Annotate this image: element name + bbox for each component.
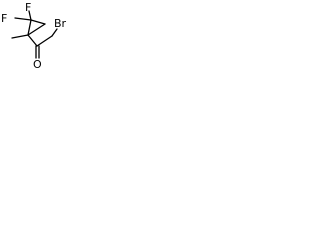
atom-bromine: Br [54, 17, 67, 30]
bond-c-f-left [14, 17, 32, 21]
ring-bond-cf2-ch2 [30, 19, 46, 25]
bond-methyl [11, 34, 29, 39]
atom-fluorine-left: F [1, 12, 7, 25]
bond-c-f-right [28, 10, 32, 21]
atom-fluorine-right: F [25, 1, 31, 14]
molecule-diagram: F F Br O [0, 0, 75, 87]
ring-bond-ch2-cq [27, 23, 46, 36]
atom-oxygen: O [33, 58, 42, 71]
bond-carbonyl-ch2 [36, 35, 53, 47]
structure-svg: F F Br O [1, 1, 67, 71]
ring-bond-cq-cf2 [27, 19, 32, 36]
bond-cq-carbonyl [27, 34, 38, 47]
bond-ch2-br [51, 28, 58, 37]
